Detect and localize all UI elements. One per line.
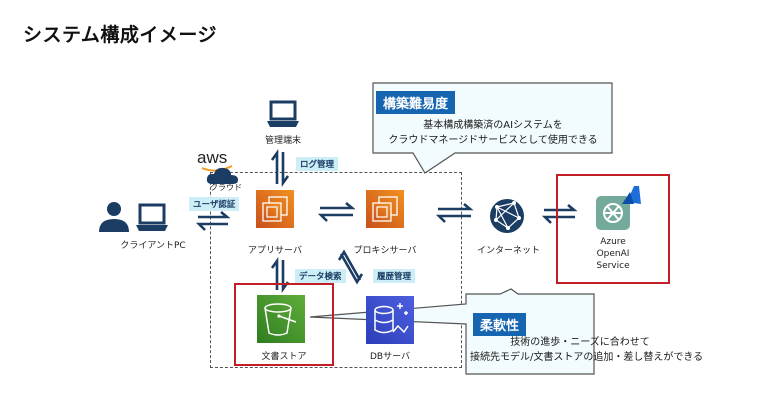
aws-logo: aws: [197, 148, 227, 168]
laptop-icon: [267, 100, 299, 127]
history-management-tag: 履歴管理: [373, 269, 416, 283]
doc-store-highlight: [234, 283, 334, 366]
internet-azure-arrows: [541, 204, 578, 224]
log-management-arrows: [270, 148, 290, 188]
internet-label: インターネット: [477, 246, 541, 256]
admin-terminal-label: 管理端末: [264, 136, 301, 146]
flexibility-callout-heading: 柔軟性: [473, 313, 527, 336]
data-search-tag: データ検索: [295, 269, 346, 283]
db-server-label: DBサーバ: [369, 352, 410, 362]
azure-openai-label-line-1: Azure: [600, 237, 626, 247]
flexibility-callout-shape: [309, 288, 595, 375]
app-server-label: アプリサーバ: [248, 246, 302, 256]
flexibility-line-2: 接続先モデル/文書ストアの追加・差し替えができる: [470, 352, 704, 363]
client-pc-label: クライアントPC: [120, 241, 186, 251]
user-auth-arrows: [195, 211, 231, 231]
aws-cloud-icon: [201, 165, 238, 184]
flexibility-line-1: 技術の進歩・ニーズに合わせて: [510, 337, 650, 348]
log-management-tag: ログ管理: [296, 157, 339, 171]
openai-azure-icon: [596, 186, 641, 230]
flexibility-callout-text: 技術の進歩・ニーズに合わせて 接続先モデル/文書ストアの追加・差し替えができる: [470, 335, 704, 365]
cloud-label: クラウド: [210, 183, 242, 192]
azure-openai-highlight: [556, 174, 670, 284]
difficulty-line-1: 基本構成構築済のAIシステムを: [423, 120, 563, 131]
azure-openai-label-line-2: OpenAI: [596, 249, 630, 259]
difficulty-callout-text: 基本構成構築済のAIシステムを クラウドマネージドサービスとして使用できる: [380, 118, 606, 148]
app-server-ec2-icon: [256, 190, 294, 228]
proxy-server-label: プロキシサーバ: [353, 246, 417, 256]
azure-openai-label: Azure OpenAI Service: [580, 236, 646, 272]
database-icon: [366, 296, 414, 344]
user-laptop-icon: [99, 202, 168, 232]
doc-store-label: 文書ストア: [261, 352, 307, 362]
page-title: システム構成イメージ: [23, 24, 218, 46]
app-proxy-arrows: [317, 202, 356, 222]
cloud-boundary: [210, 172, 462, 368]
proxy-internet-arrows: [435, 203, 474, 223]
globe-network-icon: [490, 199, 524, 233]
history-management-arrows: [337, 249, 364, 285]
proxy-server-ec2-icon: [366, 190, 404, 228]
aws-logo-text: aws: [197, 148, 228, 167]
difficulty-line-2: クラウドマネージドサービスとして使用できる: [388, 135, 598, 146]
difficulty-callout-heading: 構築難易度: [376, 91, 456, 114]
user-auth-tag: ユーザ認証: [189, 197, 240, 211]
s3-bucket-icon: [257, 295, 305, 343]
azure-openai-label-line-3: Service: [596, 261, 630, 271]
